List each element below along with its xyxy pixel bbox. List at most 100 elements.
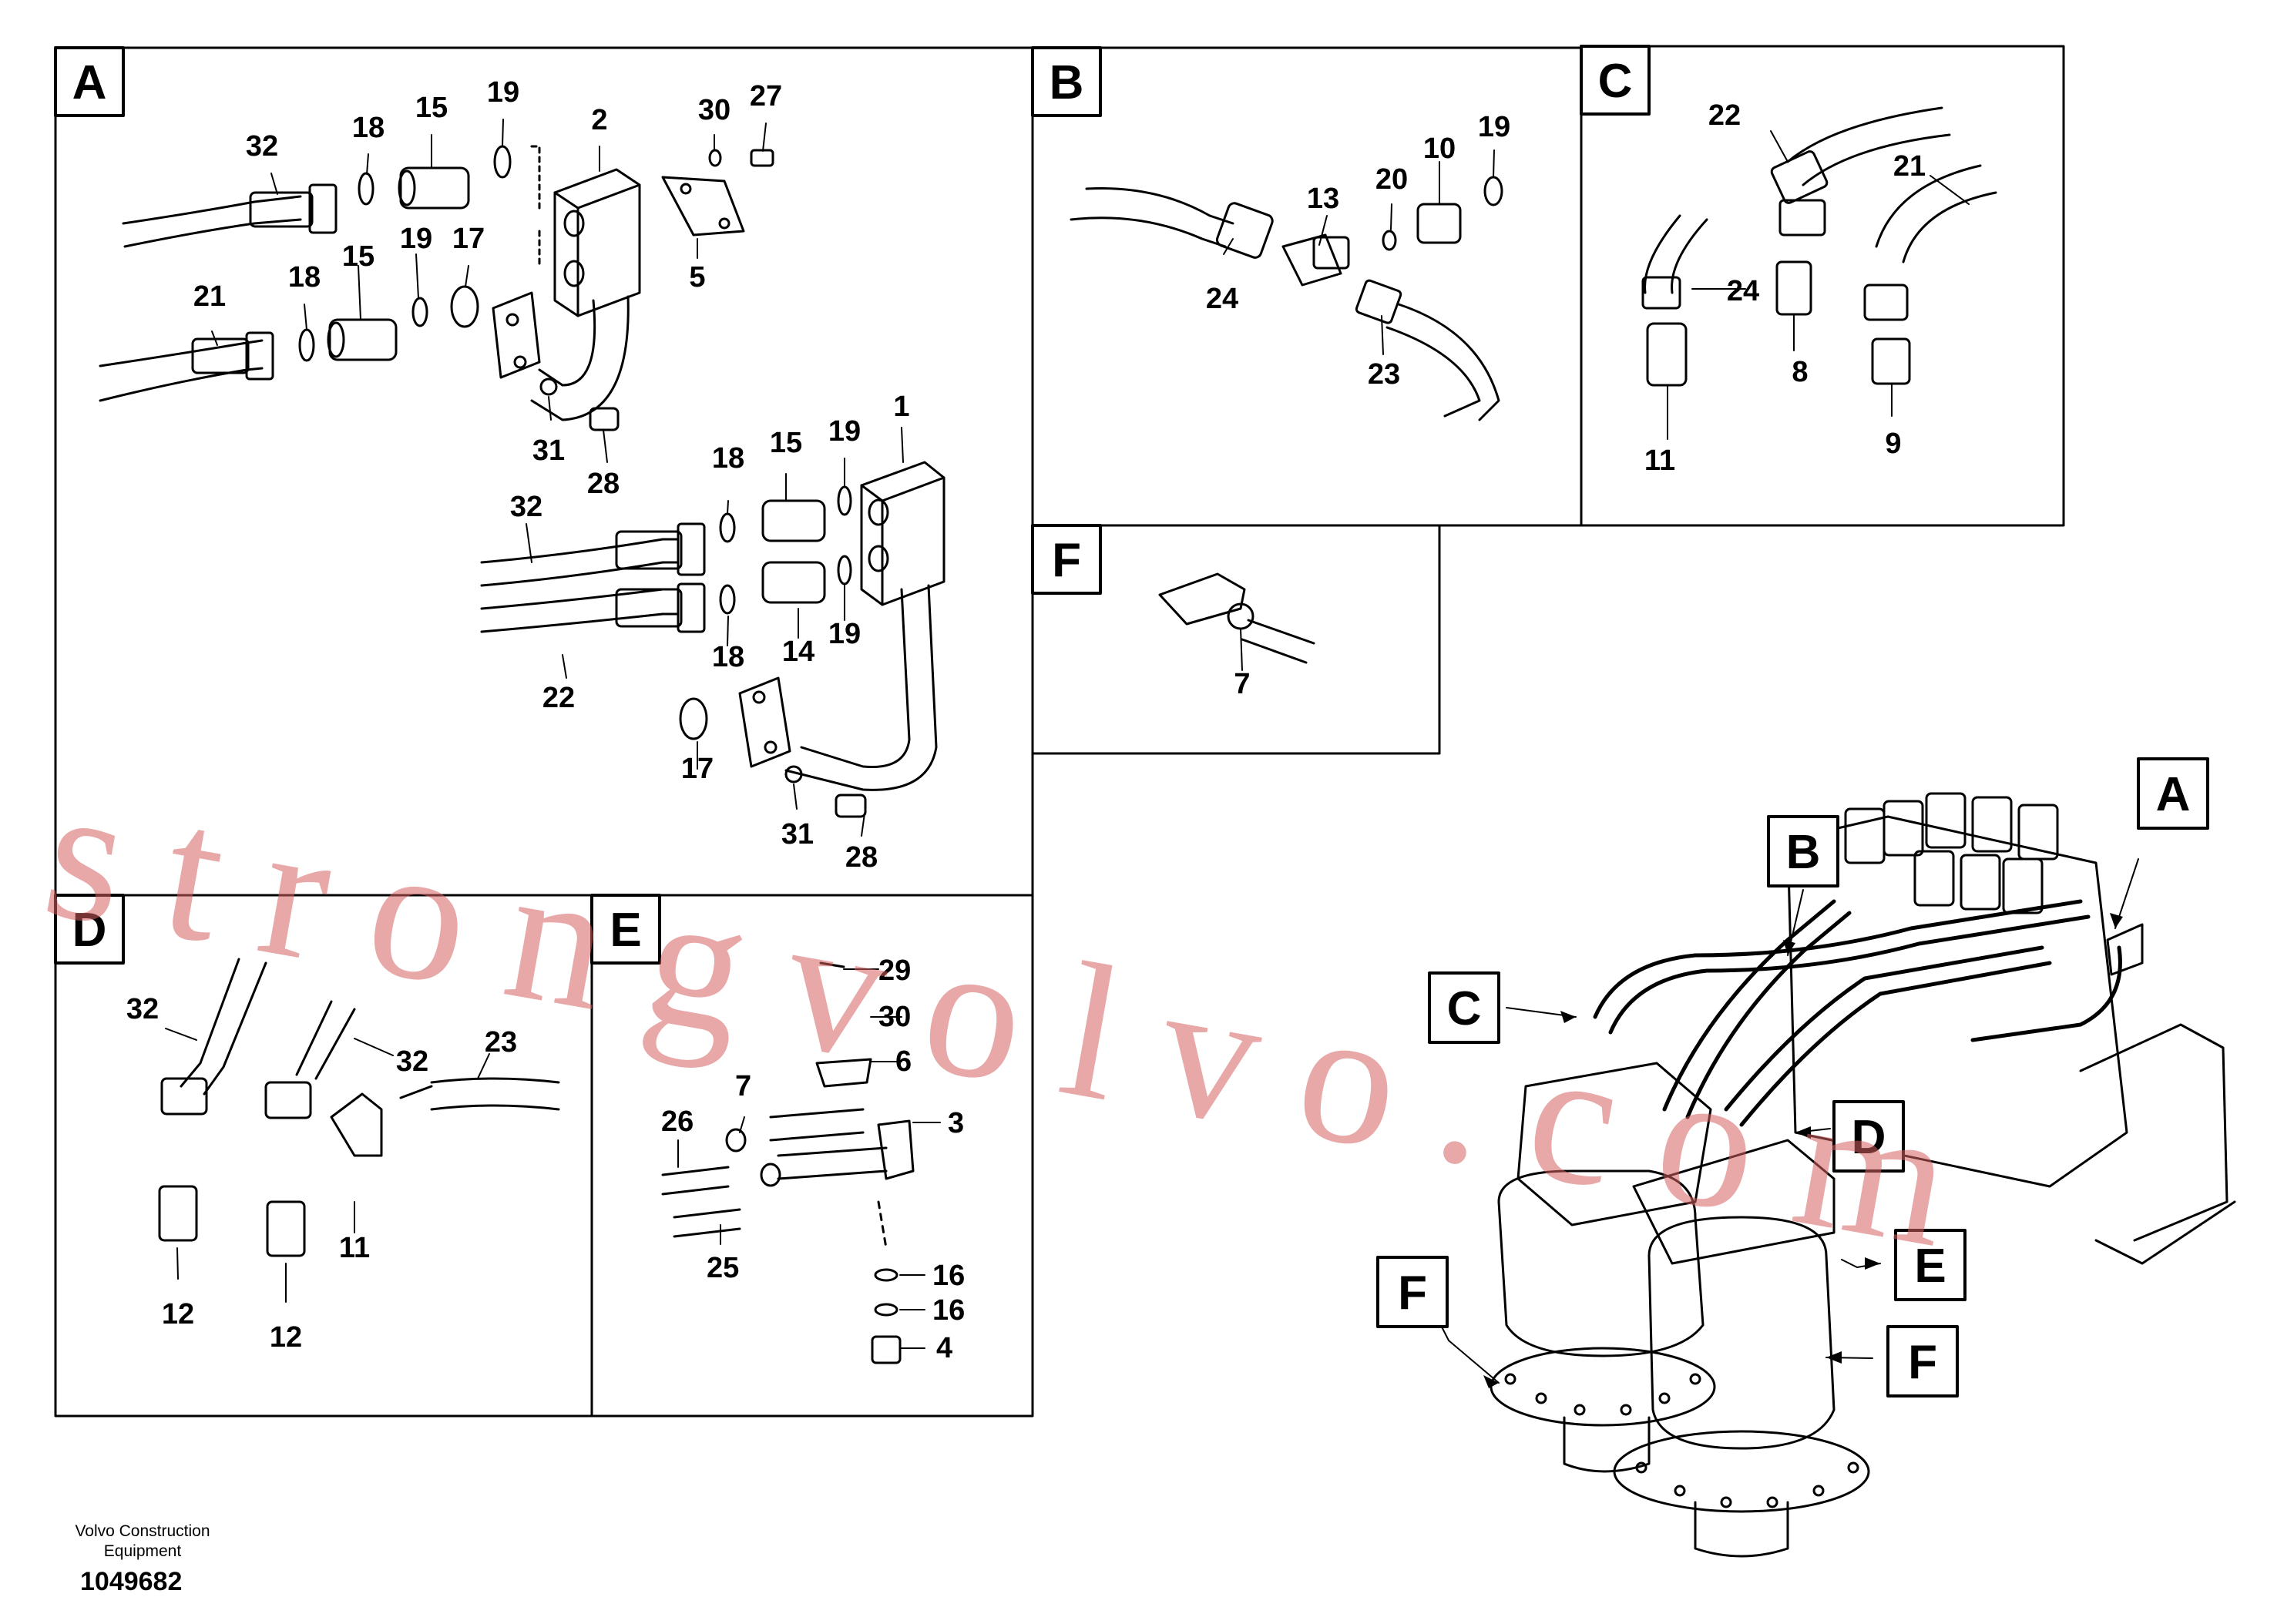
nut-22 (1778, 199, 1826, 237)
callout-label: 14 (782, 636, 814, 668)
callout-box-a (2137, 757, 2209, 830)
hose-bundle-4 (1970, 945, 2122, 1042)
washer-31-lower (784, 765, 803, 783)
hose-bundle-1 (1593, 899, 2083, 1019)
callout-box-d (1832, 1100, 1905, 1173)
callout-label: 11 (1644, 445, 1675, 477)
callout-label: 9 (1885, 428, 1901, 460)
panel-frames (54, 45, 2065, 1418)
swing-motor-right-flange (1613, 1430, 1870, 1513)
adapter-15-lower (328, 318, 398, 361)
hose-32-d-b (295, 1000, 333, 1076)
block-1 (860, 461, 945, 606)
washer-16-b (874, 1303, 898, 1317)
callout-label: 2 (591, 104, 607, 136)
adapter-14 (761, 561, 826, 604)
panel-f-callouts: 7 (1234, 668, 1250, 700)
callout-label: 7 (735, 1070, 751, 1102)
pipe-block-1 (800, 588, 911, 769)
panel-d-drawing (158, 958, 560, 1257)
callout-label: 29 (878, 955, 911, 987)
callout-label: 1 (893, 391, 909, 423)
callout-label: 18 (712, 442, 744, 475)
hose-22 (480, 588, 680, 610)
hose-21-c (1875, 164, 1982, 248)
hose-22-c (1786, 106, 1943, 163)
callout-label: 31 (781, 818, 814, 851)
panel-a-frame (54, 46, 1034, 897)
hose-23 (1397, 303, 1500, 421)
callout-label: 17 (681, 753, 714, 785)
panel-c-drawing (1641, 106, 1997, 387)
callout-label: 23 (485, 1026, 517, 1059)
oring-20 (1382, 230, 1397, 251)
callout-label: 16 (932, 1260, 965, 1292)
clip-6 (815, 1058, 872, 1088)
panel-e-drawing (661, 961, 915, 1364)
swing-motor-right (1647, 1216, 1836, 1450)
panel-a-callouts: 32 18 15 19 2 30 27 5 21 18 15 19 17 31 … (193, 76, 910, 874)
panel-d-letter-box (54, 894, 125, 965)
connector-8 (1775, 260, 1812, 316)
washer-16-a (874, 1268, 898, 1282)
bolt-27 (750, 149, 774, 167)
callout-label: 3 (948, 1107, 964, 1139)
panel-f-letter-box (1031, 524, 1102, 595)
panel-b-letter-box (1031, 46, 1102, 117)
callout-box-b (1767, 815, 1839, 887)
drawing-number: 1049682 (80, 1567, 183, 1596)
panel-c-letter: C (1598, 55, 1633, 108)
callout-label: 11 (339, 1232, 370, 1264)
callout-letter-b: B (1786, 826, 1821, 879)
brand-block: Volvo Construction Equipment (54, 1522, 231, 1562)
panel-b-drawing (1070, 176, 1503, 421)
callout-letter-f-right: F (1908, 1336, 1937, 1389)
oring-19-b (1483, 176, 1503, 206)
valve-spools (1844, 792, 2059, 914)
callout-letter-d: D (1852, 1111, 1886, 1164)
callout-label: 32 (510, 491, 542, 523)
elbow-13 (1281, 233, 1342, 287)
hose-32-d-a (180, 958, 240, 1088)
pinion-right (1694, 1501, 1789, 1558)
callout-label: 22 (1708, 99, 1741, 132)
callout-letter-a: A (2156, 768, 2191, 821)
panel-e-frame (590, 894, 1034, 1418)
panel-f-frame (1031, 524, 1441, 755)
adapter-10 (1416, 203, 1462, 244)
elbow-11-d (330, 1092, 383, 1157)
plug-4 (871, 1335, 902, 1364)
washer-31-upper (539, 377, 558, 396)
hose-21-a (99, 339, 264, 367)
callout-label: 26 (661, 1106, 694, 1138)
part-29 (819, 961, 845, 968)
hose-23-d (430, 1077, 560, 1084)
panel-b-callouts: 19 10 20 13 24 23 (1206, 111, 1510, 391)
panel-c-callouts: 22 21 24 8 11 9 (1644, 99, 1926, 477)
flange-bolts (1504, 1373, 1859, 1508)
panel-f-drawing (1158, 572, 1315, 664)
callout-letter-c: C (1447, 982, 1482, 1035)
panel-f-letter: F (1052, 534, 1081, 587)
nut-21 (1863, 284, 1909, 321)
callout-label: 19 (1478, 111, 1510, 143)
callout-label: 18 (712, 641, 744, 673)
oring-19-right-b (837, 555, 852, 586)
assembly-callouts: A B C D E F F (1398, 768, 2190, 1389)
callout-label: 32 (126, 993, 159, 1025)
clamp-7-e-b (760, 1163, 781, 1187)
hose-bundle-2 (1662, 899, 1836, 1112)
callout-letter-f-left: F (1398, 1267, 1427, 1320)
callout-label: 12 (162, 1298, 194, 1330)
panel-c-frame (1580, 45, 2065, 527)
tube-b (777, 1146, 888, 1180)
flange-block-1 (738, 676, 791, 768)
assembly-drawing (1490, 792, 2236, 1558)
callout-label: 19 (828, 618, 861, 650)
oring-19-lower (411, 297, 428, 327)
screw-28-upper (589, 407, 620, 431)
tube-26 (661, 1166, 730, 1196)
callout-label: 5 (689, 261, 705, 294)
pipe-block-2 (538, 299, 596, 387)
